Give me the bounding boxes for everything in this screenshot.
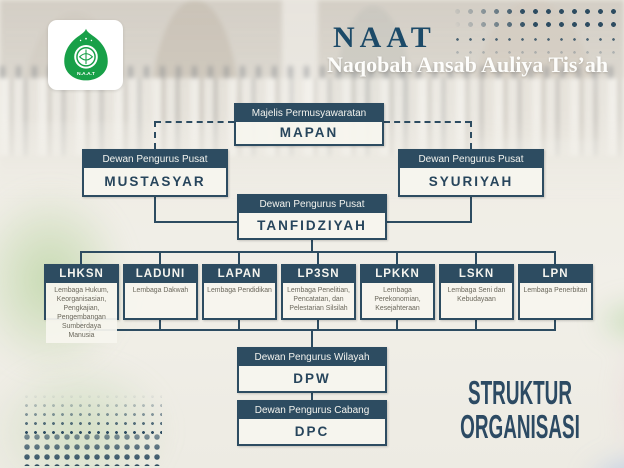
node-lapan-description: Lembaga Pendidikan [204,283,275,318]
node-dpw-header: Dewan Pengurus Wilayah [239,349,385,366]
node-tanfidziyah-header: Dewan Pengurus Pusat [239,196,385,213]
node-tanfidziyah-name: TANFIDZIYAH [239,212,385,238]
node-lp3sn-description: Lembaga Penelitian, Pencatatan, dan Pele… [283,283,354,318]
node-lpn: LPN Lembaga Penerbitan [518,264,593,320]
node-lskn-acronym: LSKN [441,266,512,284]
connector-drop-top-2 [238,251,240,264]
connector-drop-top-5 [475,251,477,264]
node-mustasyar-header: Dewan Pengurus Pusat [84,151,226,168]
connector-drop-bottom-5 [475,320,477,331]
connector-rail-bottom [81,329,556,331]
connector-mustasyar-tanfidziyah [154,221,237,223]
node-dpc-header: Dewan Pengurus Cabang [239,402,385,419]
node-lp3sn-acronym: LP3SN [283,266,354,284]
connector-drop-top-6 [554,251,556,264]
node-lskn: LSKN Lembaga Seni dan Kebudayaan [439,264,514,320]
page-title: NAAT [333,21,436,54]
node-lskn-description: Lembaga Seni dan Kebudayaan [441,283,512,318]
node-lapan-acronym: LAPAN [204,266,275,284]
node-mapan-header: Majelis Permusyawaratan [236,105,382,122]
node-dpc-name: DPC [239,418,385,444]
node-lp3sn: LP3SN Lembaga Penelitian, Pencatatan, da… [281,264,356,320]
node-mapan-name: MAPAN [236,121,382,144]
connector-tanfidziyah-down [311,240,313,253]
halftone-dots-top-right [448,30,622,58]
halftone-dots-top-right [448,2,622,32]
organisasi-line: ORGANISASI [460,408,580,445]
node-syuriyah: Dewan Pengurus Pusat SYURIYAH [398,149,544,197]
node-syuriyah-name: SYURIYAH [400,167,542,195]
connector-rail-dpw [311,329,313,347]
node-tanfidziyah: Dewan Pengurus Pusat TANFIDZIYAH [237,194,387,240]
naat-logo-emblem: N.A.A.T [63,28,108,81]
connector-dashed-mapan-syuriyah-v [470,121,472,149]
node-laduni-description: Lembaga Dakwah [125,283,196,318]
node-lapan: LAPAN Lembaga Pendidikan [202,264,277,320]
connector-drop-top-1 [159,251,161,264]
node-mustasyar: Dewan Pengurus Pusat MUSTASYAR [82,149,228,197]
node-lpkkn-description: Lembaga Perekonomian, Kesejahteraan [362,283,433,318]
node-syuriyah-header: Dewan Pengurus Pusat [400,151,542,168]
connector-dashed-mapan-syuriyah-h [384,121,471,123]
node-mapan: Majelis Permusyawaratan MAPAN [234,103,384,146]
connector-mustasyar-down [154,197,156,223]
node-lpn-acronym: LPN [520,266,591,284]
node-dpw-name: DPW [239,365,385,391]
connector-dashed-mapan-mustasyar-h [155,121,234,123]
node-laduni-acronym: LADUNI [125,266,196,284]
connector-drop-top-0 [80,251,82,264]
connector-drop-bottom-4 [396,320,398,331]
struktur-organisasi-heading: STRUKTUR ORGANISASI [457,374,583,445]
halftone-dots-bottom-left [22,432,162,466]
photo-crowd-caps [0,66,624,78]
page-subtitle: Naqobah Ansab Auliya Tis’ah [327,52,609,77]
node-lpkkn-acronym: LPKKN [362,266,433,284]
connector-dashed-mapan-mustasyar-v [154,121,156,149]
naat-logo: N.A.A.T [48,20,123,90]
connector-drop-top-4 [396,251,398,264]
connector-syuriyah-down [470,197,472,223]
node-dpc: Dewan Pengurus Cabang DPC [237,400,387,446]
connector-syuriyah-tanfidziyah [387,221,471,223]
connector-drop-bottom-6 [554,320,556,331]
node-lhksn-description: Lembaga Hukum, Keorganisasian, Pengkajia… [46,283,117,344]
node-lhksn-acronym: LHKSN [46,266,117,284]
node-lpn-description: Lembaga Penerbitan [520,283,591,318]
connector-drop-bottom-1 [159,320,161,331]
node-lpkkn: LPKKN Lembaga Perekonomian, Kesejahteraa… [360,264,435,320]
connector-dpw-dpc [311,393,313,401]
node-mustasyar-name: MUSTASYAR [84,167,226,195]
node-dpw: Dewan Pengurus Wilayah DPW [237,347,387,393]
connector-drop-top-3 [317,251,319,264]
node-lhksn: LHKSN Lembaga Hukum, Keorganisasian, Pen… [44,264,119,344]
naat-logo-text: N.A.A.T [77,71,95,77]
halftone-dots-bottom-left [22,392,162,434]
connector-drop-bottom-3 [317,320,319,331]
node-laduni: LADUNI Lembaga Dakwah [123,264,198,320]
connector-drop-bottom-2 [238,320,240,331]
struktur-line: STRUKTUR [468,374,572,412]
